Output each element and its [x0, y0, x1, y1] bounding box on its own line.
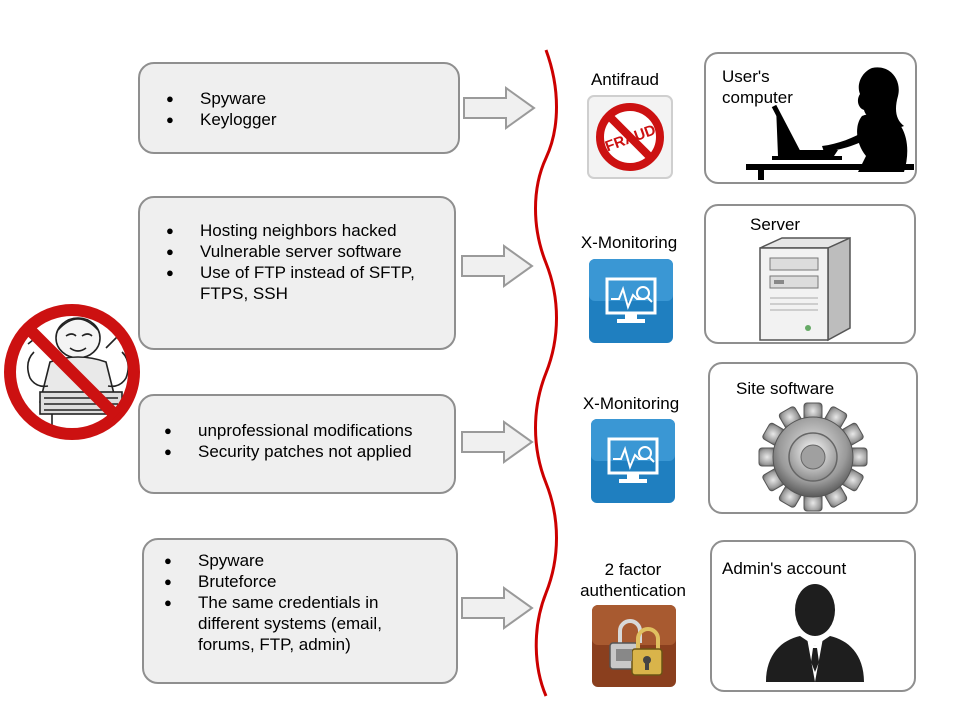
protection-label: X-Monitoring [580, 233, 678, 252]
protection-label: 2 factor authentication [580, 560, 686, 600]
threat-item: Use of FTP instead of SFTP, FTPS, SSH [166, 262, 418, 304]
server-tower-icon [759, 236, 851, 342]
user-silhouette-icon [766, 584, 864, 682]
target-label: Server [750, 215, 801, 234]
target-label: Admin's account [722, 559, 847, 578]
target-label: Site software [736, 379, 835, 398]
protection-label: X-Monitoring [582, 394, 680, 413]
threat-box-client: Spyware Keylogger [138, 62, 460, 154]
threat-item: Spyware [164, 550, 414, 571]
threat-item: Keylogger [166, 109, 458, 130]
target-box-server: Server [704, 204, 916, 344]
threat-box-server: Hosting neighbors hacked Vulnerable serv… [138, 196, 456, 350]
threat-item: unprofessional modifications [164, 420, 454, 441]
threat-item: Bruteforce [164, 571, 414, 592]
threat-item: Security patches not applied [164, 441, 454, 462]
no-hacker-icon [0, 300, 165, 450]
monitoring-icon [591, 419, 675, 508]
monitoring-icon [589, 259, 673, 348]
padlocks-icon [592, 605, 676, 692]
arrow-right-icon [461, 586, 534, 630]
target-box-user-computer: User's computer [704, 52, 917, 184]
target-box-site-software: Site software [708, 362, 918, 514]
no-fraud-icon: FRAUD [587, 95, 673, 184]
threat-item: Spyware [166, 88, 458, 109]
protection-label: Antifraud [590, 70, 660, 89]
wavy-divider [534, 49, 558, 697]
threat-box-admin: Spyware Bruteforce The same credentials … [142, 538, 458, 684]
threat-item: Hosting neighbors hacked [166, 220, 418, 241]
arrow-right-icon [461, 420, 534, 464]
target-label: User's computer [722, 67, 793, 107]
threat-item: The same credentials in different system… [164, 592, 414, 655]
gear-icon [758, 402, 868, 512]
threat-box-software: unprofessional modifications Security pa… [138, 394, 456, 494]
arrow-right-icon [463, 86, 536, 130]
threat-item: Vulnerable server software [166, 241, 418, 262]
woman-at-laptop-icon [746, 67, 914, 180]
arrow-right-icon [461, 244, 534, 288]
target-box-admin-account: Admin's account [710, 540, 916, 692]
